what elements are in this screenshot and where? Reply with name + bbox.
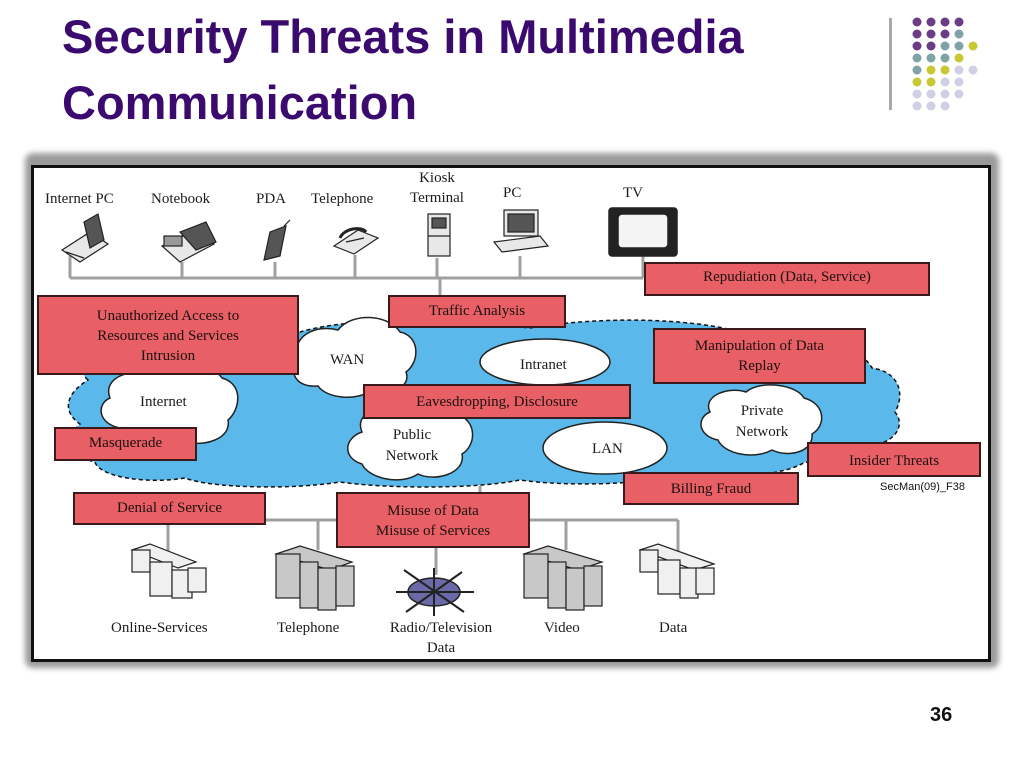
service-label-telephone: Telephone (277, 620, 340, 636)
lan-ellipse (542, 421, 668, 475)
device-label-kiosk: Kiosk Terminal (404, 168, 470, 208)
tv-icon (608, 207, 678, 257)
dot-row-5 (912, 65, 978, 75)
slide-title: Security Threats in Multimedia Communica… (62, 10, 744, 129)
device-label-tv: TV (623, 185, 643, 201)
device-label-pda: PDA (256, 191, 287, 207)
video-server-icon (522, 545, 604, 611)
network-label-public-network: Public Network (374, 425, 450, 467)
dot-row-3 (912, 41, 978, 51)
threat-misuse-line2: Misuse of Services (375, 523, 491, 539)
threat-manipulation-line2: Replay (738, 358, 781, 374)
notebook-icon (160, 221, 217, 263)
data-server-icon (638, 543, 716, 599)
network-label-intranet: Intranet (520, 357, 567, 373)
network-label-public-line2: Network (385, 448, 439, 464)
title-divider (889, 18, 892, 110)
device-label-pc: PC (503, 185, 522, 201)
dot-row-2 (912, 29, 964, 39)
threat-misuse: Misuse of Data Misuse of Services (336, 492, 530, 548)
telephone-icon (332, 227, 380, 255)
threat-traffic-analysis: Traffic Analysis (388, 295, 566, 328)
network-label-private-network: Private Network (724, 401, 800, 443)
kiosk-terminal-icon (427, 213, 451, 257)
network-label-lan: LAN (592, 441, 623, 457)
dot-row-8 (912, 101, 950, 111)
network-label-private-line2: Network (735, 424, 789, 440)
device-label-notebook: Notebook (151, 191, 211, 207)
threat-repudiation: Repudiation (Data, Service) (644, 262, 930, 296)
service-label-data: Data (659, 620, 688, 636)
device-label-internet-pc: Internet PC (45, 191, 114, 207)
threat-eavesdropping: Eavesdropping, Disclosure (363, 384, 631, 419)
wan-cloud (293, 316, 417, 398)
pc-icon (492, 209, 550, 253)
radio-television-dish-icon (396, 568, 474, 616)
network-label-public-line1: Public (392, 427, 432, 443)
threat-denial-of-service: Denial of Service (73, 492, 266, 525)
device-label-kiosk-line2: Terminal (410, 190, 464, 206)
threat-misuse-line1: Misuse of Data (387, 503, 479, 519)
dot-row-7 (912, 89, 964, 99)
decorative-dot-grid (912, 17, 978, 111)
network-label-private-line1: Private (740, 403, 784, 419)
device-label-telephone: Telephone (311, 191, 374, 207)
threat-masquerade: Masquerade (54, 427, 197, 461)
service-label-video: Video (544, 620, 580, 636)
threat-insider: Insider Threats (807, 442, 981, 477)
service-label-radio-tv-data: Radio/Television Data (378, 618, 504, 658)
pda-icon (263, 219, 291, 261)
threat-unauthorized-access: Unauthorized Access to Resources and Ser… (37, 295, 299, 375)
threat-manipulation-line1: Manipulation of Data (694, 338, 825, 354)
threat-billing-fraud: Billing Fraud (623, 472, 799, 505)
service-label-online: Online-Services (111, 620, 208, 636)
device-label-kiosk-line1: Kiosk (419, 170, 455, 186)
dot-row-1 (912, 17, 964, 27)
threat-manipulation-replay: Manipulation of Data Replay (653, 328, 866, 384)
internet-pc-icon (60, 213, 110, 263)
online-services-server-icon (130, 543, 207, 599)
network-label-internet: Internet (140, 394, 187, 410)
dot-row-6 (912, 77, 964, 87)
telephone-server-icon (274, 545, 355, 611)
page-number: 36 (930, 704, 953, 726)
network-label-wan: WAN (330, 352, 365, 368)
threat-unauthorized-line1: Unauthorized Access to (96, 308, 240, 324)
figure-reference: SecMan(09)_F38 (880, 481, 965, 493)
threat-unauthorized-line2: Resources and Services (97, 328, 239, 344)
threat-unauthorized-line3: Intrusion (140, 348, 196, 364)
top-connector-lines (68, 255, 645, 296)
private-network-cloud (700, 384, 823, 456)
service-label-radio-line1: Radio/Television (389, 620, 493, 636)
dot-row-4 (912, 53, 964, 63)
service-label-radio-line2: Data (426, 640, 456, 656)
